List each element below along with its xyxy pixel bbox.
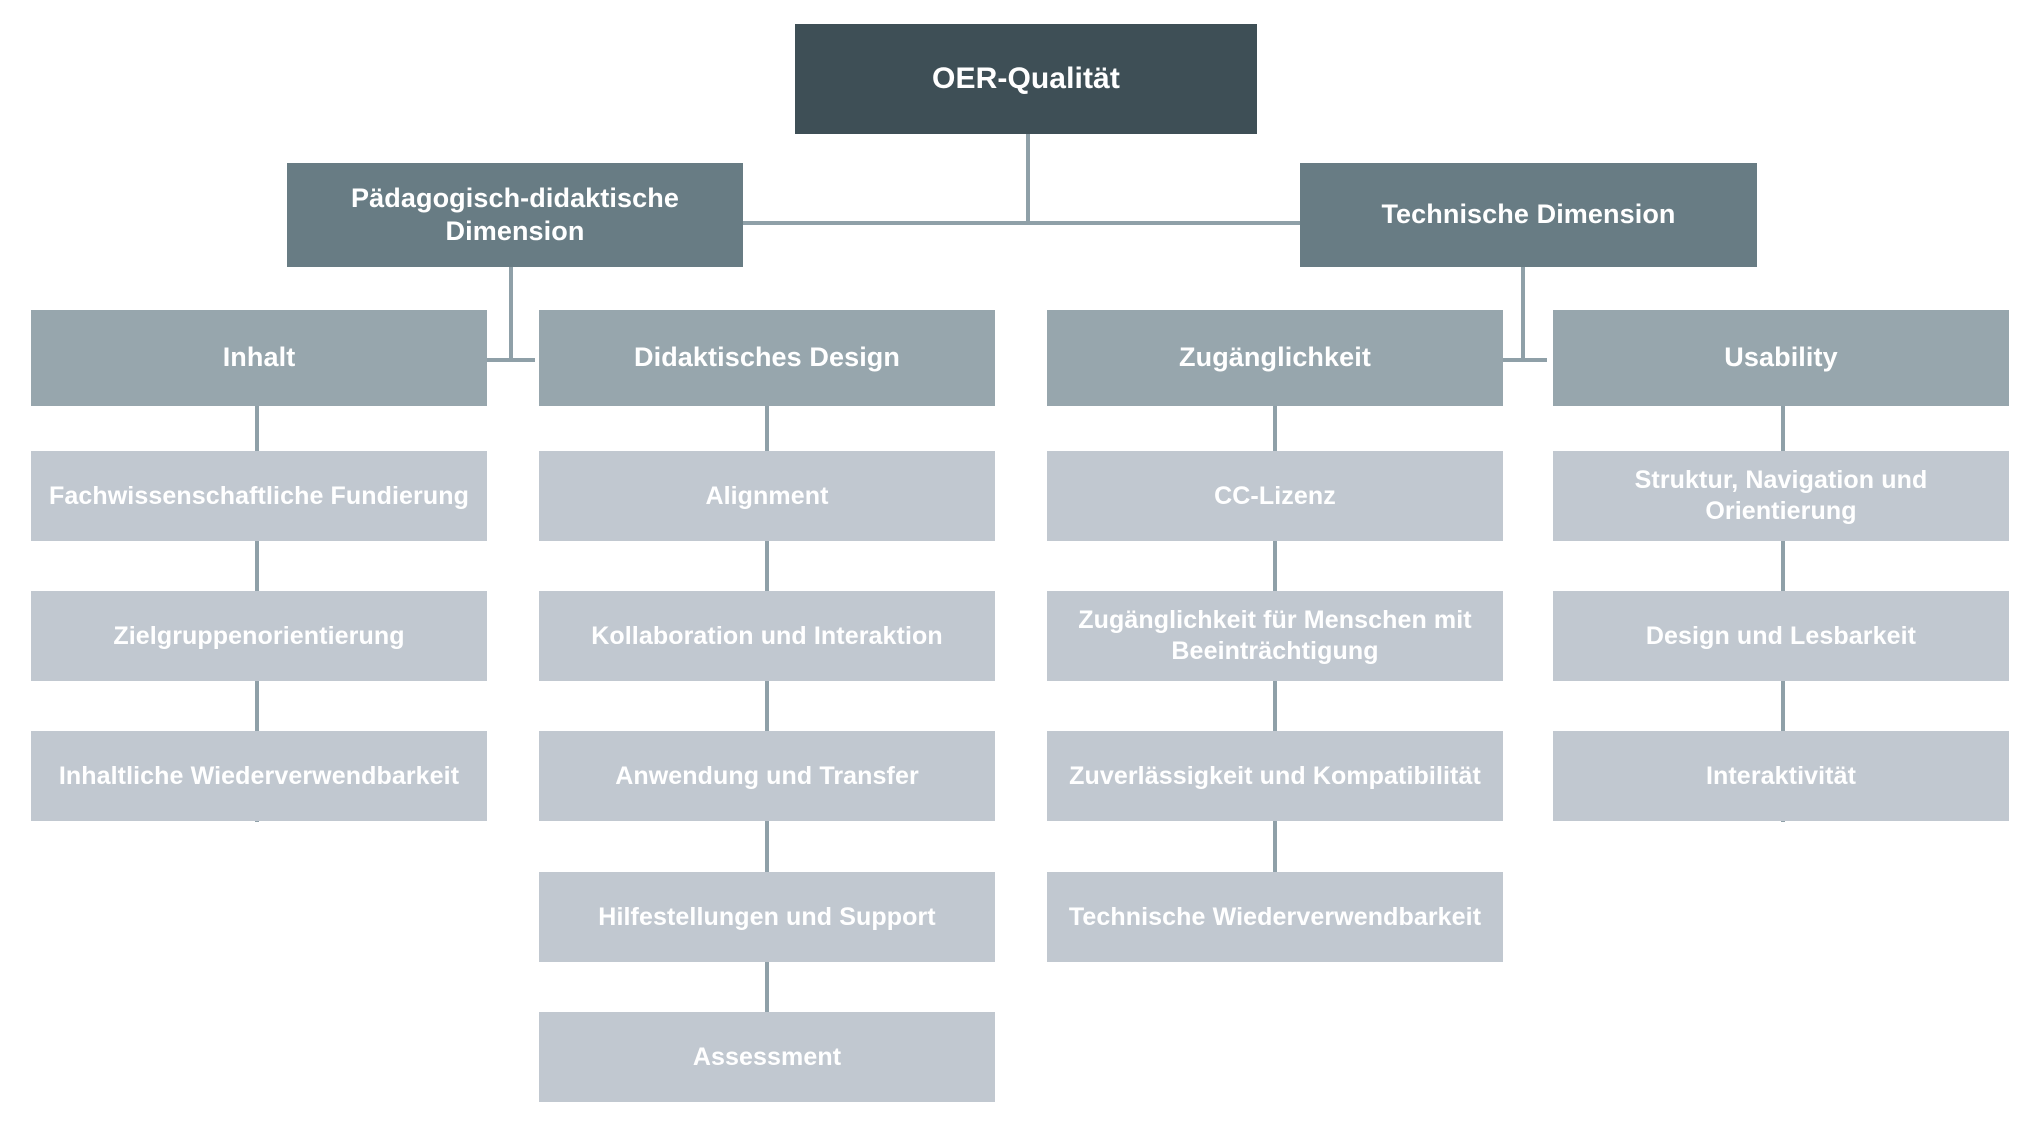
node-category-didaktisches-design[interactable]: Didaktisches Design xyxy=(539,310,995,406)
node-criterion-inhalt-2[interactable]: Inhaltliche Wiederverwendbarkeit xyxy=(31,731,487,821)
node-dimension-paedagogisch-didaktisch[interactable]: Pädagogisch-didaktische Dimension xyxy=(287,163,743,267)
node-criterion-didaktisches-design-3[interactable]: Hilfestellungen und Support xyxy=(539,872,995,962)
node-criterion-zugaenglichkeit-0[interactable]: CC-Lizenz xyxy=(1047,451,1503,541)
node-category-usability[interactable]: Usability xyxy=(1553,310,2009,406)
node-criterion-label-inhalt-0: Fachwissenschaftliche Fundierung xyxy=(49,481,469,510)
node-criterion-didaktisches-design-1[interactable]: Kollaboration und Interaktion xyxy=(539,591,995,681)
node-criterion-label-dd-2: Anwendung und Transfer xyxy=(615,761,919,790)
node-criterion-usability-2[interactable]: Interaktivität xyxy=(1553,731,2009,821)
connector-left-category-bar xyxy=(487,358,535,362)
node-criterion-label-zg-0: CC-Lizenz xyxy=(1214,481,1336,510)
node-criterion-label-dd-3: Hilfestellungen und Support xyxy=(598,902,936,931)
node-root-oer-qualitaet[interactable]: OER-Qualität xyxy=(795,24,1257,134)
node-criterion-didaktisches-design-2[interactable]: Anwendung und Transfer xyxy=(539,731,995,821)
node-dimension-label-1: Technische Dimension xyxy=(1381,199,1676,230)
node-criterion-label-inhalt-2: Inhaltliche Wiederverwendbarkeit xyxy=(58,761,460,790)
node-category-label-0: Inhalt xyxy=(222,342,296,373)
node-criterion-inhalt-1[interactable]: Zielgruppenorientierung xyxy=(31,591,487,681)
node-category-label-1: Didaktisches Design xyxy=(634,342,900,373)
connector-right-category-bar xyxy=(1499,358,1547,362)
node-criterion-label-us-1: Design und Lesbarkeit xyxy=(1645,621,1917,650)
connector-dimension-bar xyxy=(735,221,1308,225)
node-criterion-label-us-2: Interaktivität xyxy=(1705,761,1857,790)
node-criterion-usability-0[interactable]: Struktur, Navigation und Orientierung xyxy=(1553,451,2009,541)
node-category-label-3: Usability xyxy=(1724,342,1838,373)
node-dimension-label-0: Pädagogisch-didaktische Dimension xyxy=(351,182,679,246)
node-dimension-technische[interactable]: Technische Dimension xyxy=(1300,163,1757,267)
node-category-inhalt[interactable]: Inhalt xyxy=(31,310,487,406)
node-criterion-label-inhalt-1: Zielgruppenorientierung xyxy=(113,621,405,650)
node-criterion-inhalt-0[interactable]: Fachwissenschaftliche Fundierung xyxy=(31,451,487,541)
node-criterion-zugaenglichkeit-2[interactable]: Zuverlässigkeit und Kompatibilität xyxy=(1047,731,1503,821)
connector-left-dimension-stem xyxy=(509,267,513,360)
node-criterion-didaktisches-design-0[interactable]: Alignment xyxy=(539,451,995,541)
node-criterion-label-zg-2: Zuverlässigkeit und Kompatibilität xyxy=(1069,761,1481,790)
connector-right-dimension-stem xyxy=(1521,267,1525,360)
node-criterion-usability-1[interactable]: Design und Lesbarkeit xyxy=(1553,591,2009,681)
node-criterion-didaktisches-design-4[interactable]: Assessment xyxy=(539,1012,995,1102)
node-criterion-label-dd-0: Alignment xyxy=(705,481,829,510)
node-category-label-2: Zugänglichkeit xyxy=(1179,342,1371,373)
node-criterion-label-dd-4: Assessment xyxy=(692,1042,842,1071)
node-category-zugaenglichkeit[interactable]: Zugänglichkeit xyxy=(1047,310,1503,406)
node-root-label: OER-Qualität xyxy=(932,62,1120,96)
node-criterion-zugaenglichkeit-3[interactable]: Technische Wiederverwendbarkeit xyxy=(1047,872,1503,962)
connector-column-zugaenglichkeit xyxy=(1273,404,1277,962)
node-criterion-label-us-0: Struktur, Navigation und Orientierung xyxy=(1634,466,1928,525)
node-criterion-label-zg-3: Technische Wiederverwendbarkeit xyxy=(1068,902,1482,931)
node-criterion-zugaenglichkeit-1[interactable]: Zugänglichkeit für Menschen mit Beeinträ… xyxy=(1047,591,1503,681)
node-criterion-label-zg-1: Zugänglichkeit für Menschen mit Beeinträ… xyxy=(1078,606,1472,665)
node-criterion-label-dd-1: Kollaboration und Interaktion xyxy=(591,621,943,650)
connector-root-stem xyxy=(1026,134,1030,223)
